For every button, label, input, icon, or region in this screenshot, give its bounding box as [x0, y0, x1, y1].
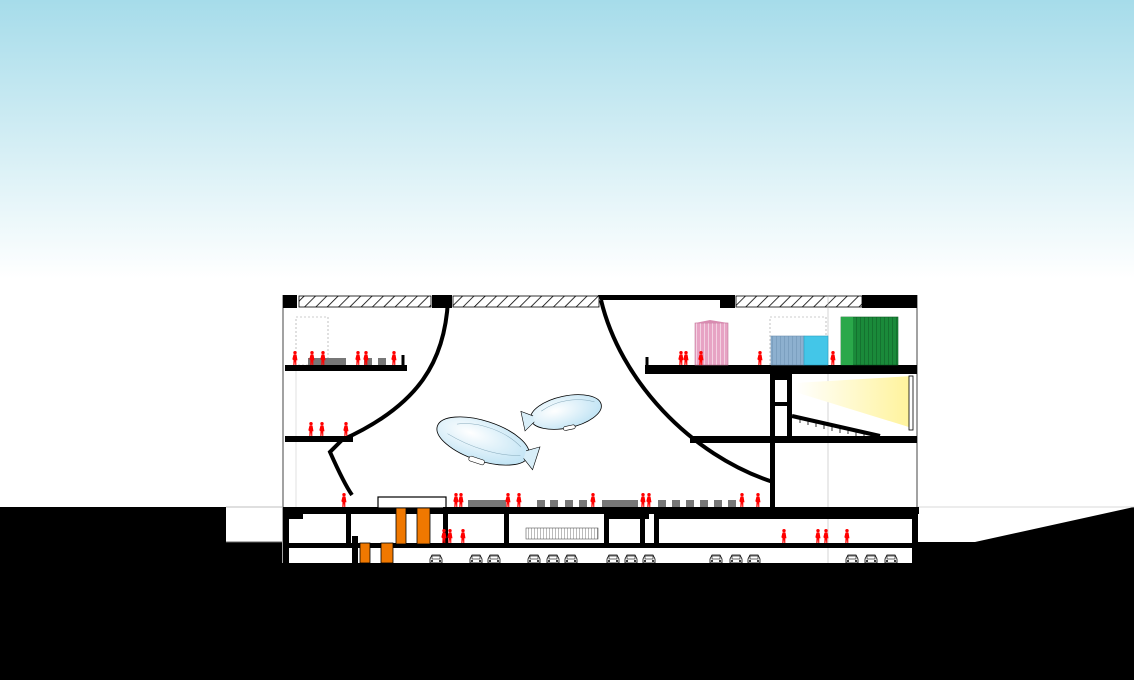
- ground-display-5: [579, 500, 587, 507]
- lower-wall-left: [283, 507, 289, 563]
- car-icon: [864, 554, 878, 564]
- car-icon: [747, 554, 761, 564]
- car-icon: [845, 554, 859, 564]
- escalator-lower-1: [359, 542, 371, 564]
- exhibit-block-blue: [770, 335, 805, 366]
- floor-left-level-3: [285, 365, 407, 371]
- exhibit-block-pink-top: [695, 320, 728, 323]
- blimp-small: [520, 394, 602, 432]
- projection-screen: [908, 375, 914, 431]
- floor-ground: [283, 507, 919, 514]
- atrium-wall-right: [599, 299, 774, 484]
- lower-wall-5: [504, 507, 509, 543]
- roof-beam-left: [283, 295, 297, 308]
- ground-column-right: [771, 443, 775, 507]
- car-icon: [564, 554, 578, 564]
- lower-beam: [283, 514, 303, 519]
- ground-display-10: [700, 500, 708, 507]
- car-icon: [487, 554, 501, 564]
- lower-wall-right: [912, 507, 918, 563]
- ground-display-3: [550, 500, 558, 507]
- ground-display-12: [728, 500, 736, 507]
- escalator-upper-1: [395, 507, 407, 545]
- lower-wall-3: [352, 536, 358, 563]
- lower-wall-8: [654, 507, 659, 543]
- ground-display-8: [672, 500, 680, 507]
- blimp-large: [436, 416, 541, 471]
- projection-cone: [795, 376, 912, 428]
- display-left-3: [378, 358, 386, 365]
- exhibit-block-green-side: [841, 317, 853, 365]
- car-icon: [642, 554, 656, 564]
- car-icon: [606, 554, 620, 564]
- car-icon: [709, 554, 723, 564]
- car-icon: [624, 554, 638, 564]
- roof-skylight-2: [452, 295, 600, 308]
- roof-beam-right: [862, 295, 917, 308]
- raked-seating: [791, 414, 881, 438]
- core-landing: [770, 402, 790, 406]
- ground-below-building: [282, 563, 918, 680]
- roof-segment-3: [598, 295, 735, 308]
- floor-left-level-2: [285, 436, 353, 442]
- display-left-1: [308, 358, 346, 365]
- lower-wall-4: [443, 507, 448, 543]
- ground-display-9: [686, 500, 694, 507]
- roof-skylight-1: [298, 295, 432, 308]
- ground-display-6: [602, 500, 638, 507]
- car-icon: [884, 554, 898, 564]
- car-icon: [729, 554, 743, 564]
- lower-beam-2: [609, 514, 649, 519]
- floor-basement: [283, 543, 917, 548]
- escalator-housing: [377, 496, 447, 509]
- core-top-block: [770, 372, 792, 380]
- lower-beam-3: [659, 514, 912, 519]
- car-icon: [469, 554, 483, 564]
- atrium-wall-left: [327, 299, 450, 497]
- ground-left: [0, 507, 282, 680]
- display-left-2: [364, 358, 372, 365]
- exhibit-block-cyan: [803, 335, 829, 366]
- lower-wall-6: [604, 507, 609, 543]
- ground-display-1: [468, 500, 506, 507]
- lower-wall-2: [346, 507, 351, 543]
- ground-display-4: [565, 500, 573, 507]
- car-icon: [527, 554, 541, 564]
- lower-wall-7: [640, 507, 645, 543]
- grill-vent: [525, 527, 599, 540]
- building-interior: [283, 295, 917, 563]
- ground-display-2: [537, 500, 545, 507]
- escalator-upper-2: [416, 507, 431, 545]
- ground-display-7: [658, 500, 666, 507]
- floor-right-level-2: [690, 436, 917, 443]
- roof-skylight-3: [735, 295, 863, 308]
- floor-right-level-3: [645, 365, 917, 372]
- seating-steps: [799, 418, 873, 438]
- escalator-lower-2: [380, 542, 394, 564]
- ground-display-11: [714, 500, 722, 507]
- car-icon: [546, 554, 560, 564]
- ground-right: [918, 507, 1134, 680]
- car-icon: [429, 554, 443, 564]
